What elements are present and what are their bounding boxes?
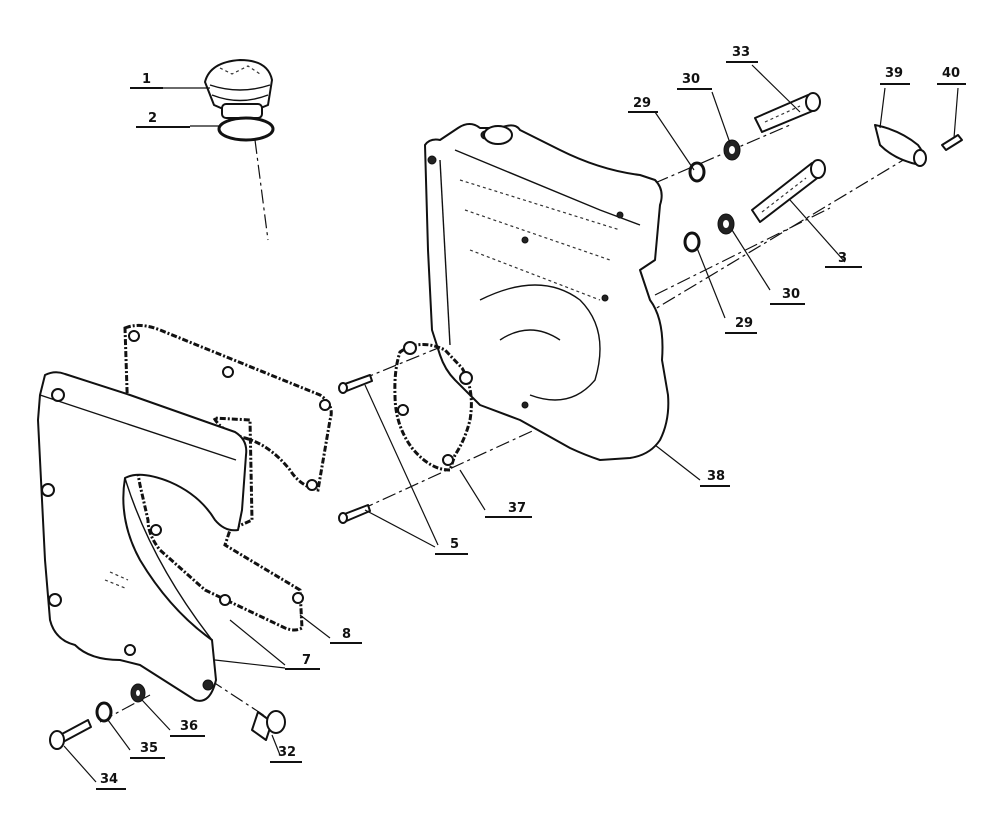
callout-39: 39 [885,66,903,81]
dowel-pin-lower [338,504,371,524]
callout-leaders [63,64,959,783]
cover-plug-39 [874,124,927,167]
dowel-pin-upper [338,374,373,394]
bolt-32 [251,710,286,741]
callout-40: 40 [942,66,960,81]
washer-30-lower [717,213,735,235]
callout-1: 1 [142,72,151,87]
callout-3: 3 [838,251,847,266]
callout-29-upper: 29 [633,96,651,111]
cover-plate [37,371,248,702]
o-ring [217,116,275,142]
screw-3 [751,159,826,223]
callout-33: 33 [732,45,750,60]
callout-35: 35 [140,741,158,756]
callout-29-lower: 29 [735,316,753,331]
callout-38: 38 [707,469,725,484]
callout-34: 34 [100,772,118,787]
washer-36 [130,683,146,703]
pin-40 [941,134,963,151]
callout-37: 37 [508,501,526,516]
callout-2: 2 [148,111,157,126]
washer-29-upper [688,161,706,183]
callout-7: 7 [302,653,311,668]
callout-labels: 1 2 29 30 33 39 40 3 30 29 38 37 5 8 7 3… [96,45,966,790]
callout-30-lower: 30 [782,287,800,302]
callout-30-upper: 30 [682,72,700,87]
main-housing [424,123,670,461]
callout-8: 8 [342,627,351,642]
callout-5: 5 [450,537,459,552]
callout-32: 32 [278,745,296,760]
filler-cap [204,59,273,119]
bolt-34 [49,719,92,750]
washer-29-lower [683,231,701,253]
cover-gasket [123,323,333,632]
washer-30-upper [723,139,741,161]
callout-36: 36 [180,719,198,734]
round-gasket [393,341,473,472]
washer-35 [95,701,113,723]
